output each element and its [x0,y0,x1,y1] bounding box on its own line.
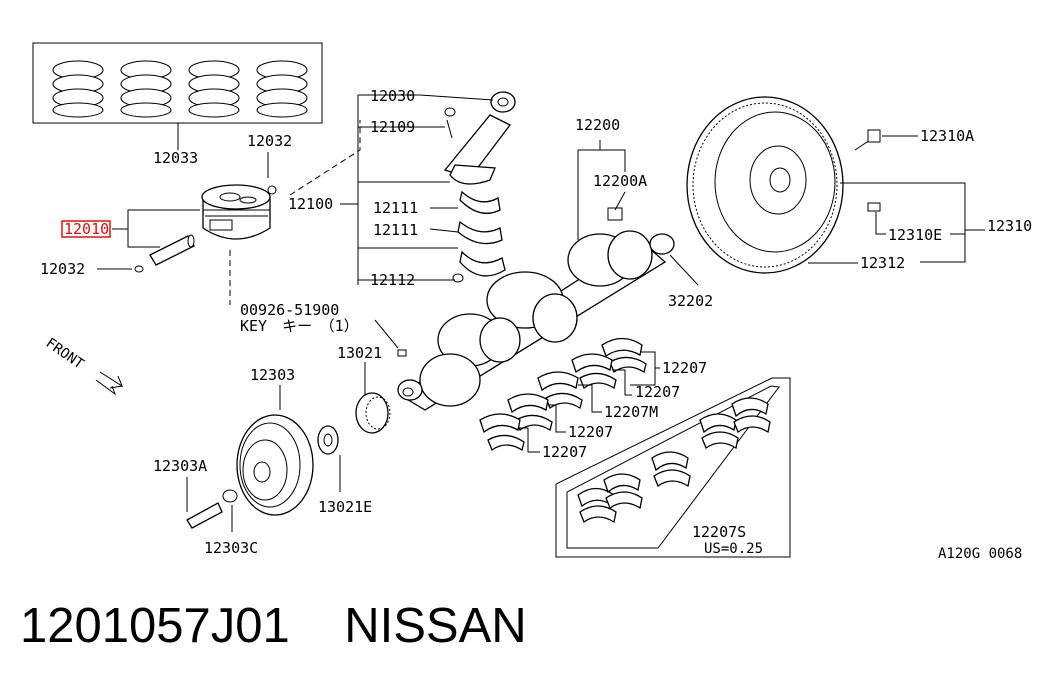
highlight-box-12010 [61,220,111,238]
label-12030: 12030 [370,87,415,105]
label-12310A: 12310A [920,127,974,145]
front-arrow-icon [99,371,124,389]
label-12033: 12033 [153,149,198,167]
label-12032-top: 12032 [247,132,292,150]
label-12303C: 12303C [204,539,258,557]
label-12310E: 12310E [888,226,942,244]
label-12310: 12310 [987,217,1032,235]
piston [201,184,277,240]
label-12207-c: 12207 [568,423,613,441]
flywheel [686,96,881,274]
label-12207M: 12207M [604,403,658,421]
label-12111-b: 12111 [373,221,418,239]
label-undersize: US=0.25 [704,541,763,557]
label-12109: 12109 [370,118,415,136]
crank-sprocket [317,392,391,455]
label-key-part-number: 00926-51900 [240,301,339,319]
diagram-code: A120G 0068 [938,546,1022,562]
label-12032-bottom: 12032 [40,260,85,278]
connecting-rod [443,91,516,283]
label-13021E: 13021E [318,498,372,516]
part-number-caption: 1201057J01 NISSAN [20,599,527,653]
piston-pin [134,234,195,273]
label-12207-a: 12207 [662,359,707,377]
parts-diagram: 12033 12032 12010 12032 [32,42,1032,562]
label-12207-b: 12207 [635,383,680,401]
key [397,349,407,357]
label-12111-a: 12111 [373,199,418,217]
label-32202: 32202 [668,292,713,310]
label-12207-d: 12207 [542,443,587,461]
label-12207S: 12207S [692,523,746,541]
label-12303: 12303 [250,366,295,384]
undersize-bearing-set-box [555,377,791,558]
crankshaft [397,207,675,411]
label-12112: 12112 [370,271,415,289]
label-12312: 12312 [860,254,905,272]
label-front: FRONT [43,335,87,373]
label-12200: 12200 [575,116,620,134]
label-13021: 13021 [337,344,382,362]
label-12200A: 12200A [593,172,647,190]
label-12303A: 12303A [153,457,207,475]
label-12100: 12100 [288,195,333,213]
label-12010[interactable]: 12010 [64,220,109,238]
crank-pulley [186,414,314,529]
label-key-name: KEY キー （1） [240,317,359,335]
piston-ring-set-box [32,42,323,150]
